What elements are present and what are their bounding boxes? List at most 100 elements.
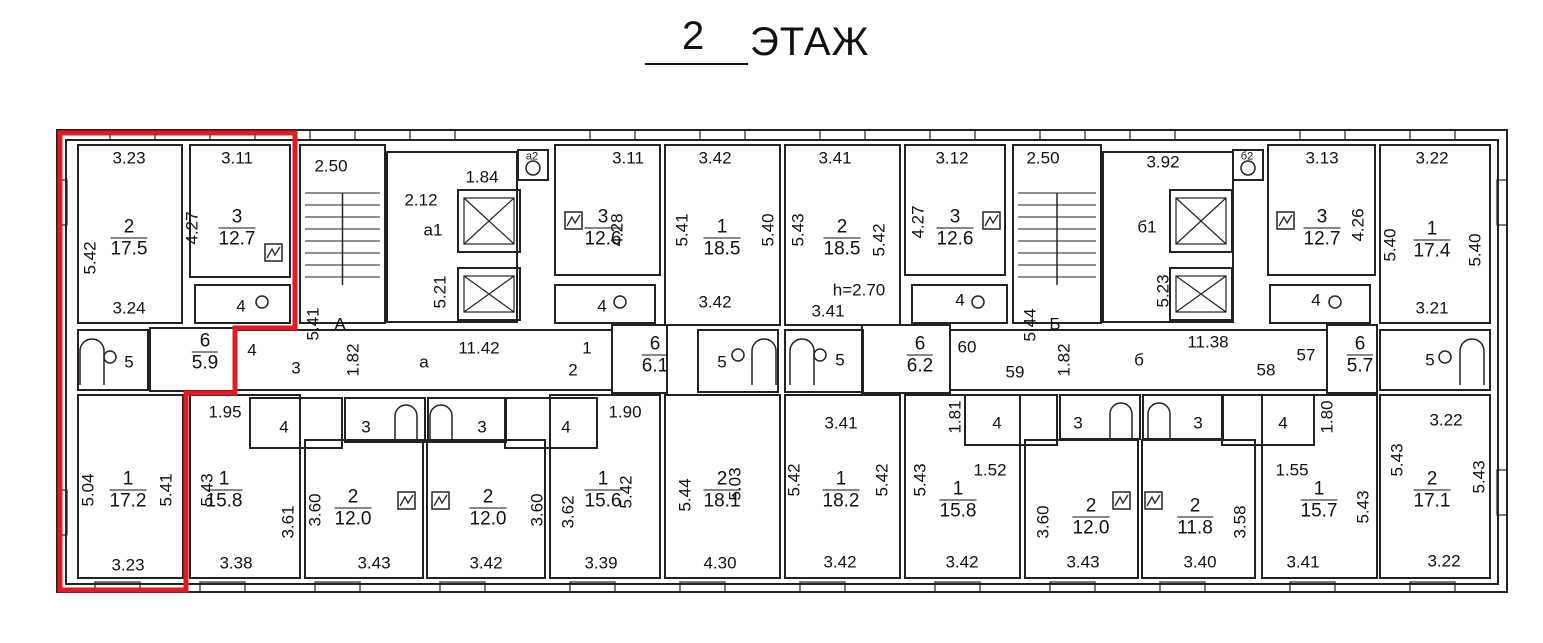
dimension-label: 1.84 bbox=[465, 167, 499, 187]
toilet-icon bbox=[1438, 350, 1452, 364]
dimension-label: 3.39 bbox=[584, 553, 618, 573]
room-area: 5.7 bbox=[1346, 355, 1374, 377]
room-area: 12.0 bbox=[334, 508, 372, 530]
dimension-label: 3.23 bbox=[112, 148, 146, 168]
dimension-label: 3.42 bbox=[698, 292, 732, 312]
dimension-label: 4.26 bbox=[1348, 208, 1368, 242]
dimension-label: 4.30 bbox=[703, 553, 737, 573]
room-number: 1 bbox=[703, 218, 741, 239]
elevator-cabin bbox=[1175, 275, 1227, 313]
garbage-chute bbox=[1232, 149, 1264, 181]
bathtub-icon bbox=[1147, 402, 1171, 440]
toilet-icon bbox=[731, 348, 745, 362]
toilet-icon bbox=[613, 295, 627, 309]
dimension-label: 3.60 bbox=[527, 493, 547, 527]
dimension-label: 5.21 bbox=[430, 275, 450, 309]
dimension-label: 3.41 bbox=[1286, 552, 1320, 572]
dimension-label: 3.11 bbox=[612, 148, 644, 168]
elevator-shaft bbox=[457, 267, 521, 321]
wet-room bbox=[504, 397, 598, 449]
space-mark: 4 bbox=[236, 296, 246, 316]
room-number: 3 bbox=[936, 208, 974, 229]
room-wall bbox=[1379, 144, 1491, 324]
window-icon bbox=[409, 129, 456, 141]
room-number: 2 bbox=[1413, 470, 1451, 491]
dimension-label: 3.60 bbox=[305, 493, 325, 527]
space-mark: 4 bbox=[1278, 413, 1288, 433]
stairwell bbox=[299, 144, 386, 324]
space-mark: 5 bbox=[1425, 350, 1435, 370]
dimension-label: 3.42 bbox=[698, 148, 732, 168]
window-icon bbox=[799, 581, 846, 593]
space-mark: 58 bbox=[1256, 360, 1276, 380]
bathtub-icon bbox=[394, 404, 418, 442]
dimension-label: 1.82 bbox=[343, 343, 363, 377]
elevator-x-icon bbox=[1175, 275, 1227, 313]
window-icon bbox=[929, 129, 976, 141]
room-area: 6.1 bbox=[641, 355, 669, 377]
space-mark: 57 bbox=[1296, 345, 1316, 365]
heater-zigzag bbox=[1114, 494, 1129, 507]
bathtub-icon bbox=[1109, 402, 1133, 440]
room-wall bbox=[1261, 394, 1378, 579]
elevator-x-icon bbox=[463, 275, 515, 313]
window-icon bbox=[819, 129, 866, 141]
toilet-icon bbox=[971, 295, 985, 309]
window-icon bbox=[1496, 469, 1508, 516]
window-icon bbox=[199, 581, 246, 593]
lobby bbox=[386, 151, 518, 323]
dimension-label: 5.40 bbox=[1380, 228, 1400, 262]
dimension-label: 3.22 bbox=[1429, 410, 1463, 430]
window-icon bbox=[314, 581, 361, 593]
space-mark: б bbox=[1134, 350, 1144, 370]
room-wall bbox=[554, 144, 661, 276]
room-number: 1 bbox=[109, 470, 147, 491]
heater-icon bbox=[564, 211, 583, 230]
dimension-label: 5.41 bbox=[156, 473, 176, 507]
dimension-label: 1.52 bbox=[973, 460, 1007, 480]
heater-zigzag bbox=[266, 246, 281, 259]
wet-room bbox=[249, 397, 343, 449]
dimension-label: 1.90 bbox=[608, 402, 642, 422]
dimension-label: 1.80 bbox=[1317, 400, 1337, 434]
window-icon bbox=[1039, 129, 1086, 141]
bathroom bbox=[911, 284, 1008, 324]
space-mark: 1 bbox=[582, 338, 592, 358]
dimension-label: 1.82 bbox=[1054, 343, 1074, 377]
dimension-label: 2.50 bbox=[314, 156, 348, 176]
dimension-label: 5.23 bbox=[1153, 274, 1173, 308]
space-mark: 3 bbox=[1073, 413, 1083, 433]
chute-icon bbox=[1240, 160, 1256, 176]
dimension-label: 5.42 bbox=[80, 241, 100, 275]
dimension-label: 3.41 bbox=[811, 301, 845, 321]
dimension-label: 5.44 bbox=[1020, 308, 1040, 342]
room-wall bbox=[664, 144, 781, 326]
room-number: 2 bbox=[469, 488, 507, 509]
room-area: 15.7 bbox=[1300, 500, 1338, 522]
space-mark: 4 bbox=[992, 413, 1002, 433]
room-number: 1 bbox=[939, 480, 977, 501]
dimension-label: 11.42 bbox=[458, 338, 500, 358]
heater-zigzag bbox=[984, 214, 999, 227]
floor-number-underline bbox=[645, 63, 748, 65]
window-icon bbox=[1159, 581, 1206, 593]
heater-icon bbox=[1144, 491, 1163, 510]
room-area: 5.9 bbox=[191, 352, 219, 374]
dimension-label: 5.42 bbox=[869, 223, 889, 257]
room-area: 18.2 bbox=[822, 490, 860, 512]
room-wall bbox=[549, 394, 661, 579]
room-wall bbox=[1267, 144, 1376, 276]
space-mark: а1 bbox=[423, 220, 443, 240]
wet-room bbox=[344, 397, 426, 443]
room-area: 15.8 bbox=[939, 500, 977, 522]
room-area: 11.8 bbox=[1177, 517, 1213, 539]
room-area: 12.0 bbox=[469, 508, 507, 530]
window-icon bbox=[439, 581, 486, 593]
dimension-label: 3.62 bbox=[558, 495, 578, 529]
elevator-shaft bbox=[1169, 267, 1233, 321]
room-area: 12.7 bbox=[1303, 228, 1341, 250]
